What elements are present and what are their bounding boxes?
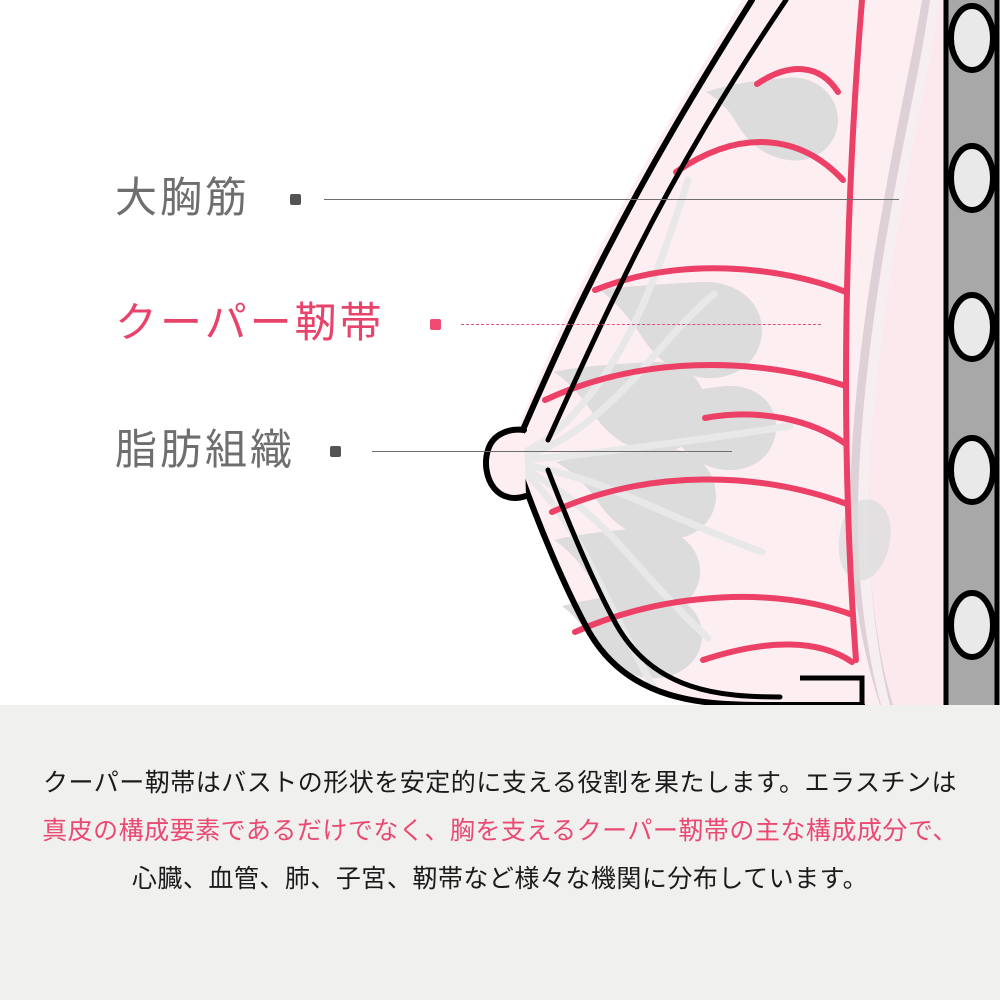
muscle-highlight-streak bbox=[857, 0, 940, 705]
label-pectoralis-major-text: 大胸筋 bbox=[115, 176, 251, 222]
label-marker-icon bbox=[429, 318, 441, 330]
ligament-trunk bbox=[842, 0, 865, 663]
rib-cross-section bbox=[948, 3, 996, 73]
ligament-arc bbox=[549, 476, 850, 515]
milk-ducts-group bbox=[519, 176, 794, 692]
label-marker-icon bbox=[330, 445, 342, 457]
skin-outline bbox=[519, 0, 755, 435]
rib-cross-section bbox=[948, 143, 996, 213]
outline-step bbox=[800, 675, 865, 705]
ligament-arc bbox=[700, 641, 855, 665]
caption-line-1: クーパー靭帯はバストの形状を安定的に支える役割を果たします。エラスチンは bbox=[42, 770, 957, 797]
duct bbox=[521, 176, 692, 456]
ribs-group bbox=[948, 3, 996, 660]
rib-cross-section bbox=[948, 292, 996, 362]
caption-panel: クーパー靭帯はバストの形状を安定的に支える役割を果たします。エラスチンは 真皮の… bbox=[0, 705, 1000, 1000]
label-pectoralis-major[interactable]: 大胸筋 bbox=[115, 176, 900, 222]
leader-line bbox=[324, 198, 900, 200]
caption-line-3: 心臓、血管、肺、子宮、靭帯など様々な機関に分布しています。 bbox=[131, 866, 869, 893]
label-cooper-ligament-text: クーパー靭帯 bbox=[115, 301, 385, 347]
duct bbox=[520, 461, 766, 556]
label-adipose-tissue-text: 脂肪組織 bbox=[115, 428, 296, 474]
chest-wall-group bbox=[943, 0, 1000, 705]
breast-anatomy-diagram bbox=[483, 0, 1000, 705]
ligament-arc bbox=[673, 139, 846, 183]
caption-line-2: 真皮の構成要素であるだけでなく、胸を支えるクーパー靭帯の主な構成成分で、 bbox=[42, 818, 958, 845]
lobule bbox=[644, 385, 777, 471]
leader-line bbox=[372, 450, 733, 452]
subcutaneous-outline-lower bbox=[545, 467, 783, 700]
ligament-arc bbox=[542, 362, 849, 403]
duct bbox=[519, 422, 794, 464]
cooper-ligaments-group bbox=[542, 0, 865, 665]
anatomy-illustration-panel: 大胸筋 クーパー靭帯 脂肪組織 bbox=[115, 0, 1000, 705]
skin-outline-lower bbox=[519, 475, 865, 705]
label-marker-icon bbox=[290, 193, 302, 205]
ligament-arc bbox=[702, 411, 849, 447]
subcutaneous-outline bbox=[545, 0, 789, 443]
lobule bbox=[562, 591, 703, 679]
nipple-outline bbox=[483, 426, 529, 501]
ligament-arc bbox=[592, 265, 849, 295]
label-cooper-ligament[interactable]: クーパー靭帯 bbox=[115, 303, 821, 345]
lobule bbox=[706, 77, 838, 161]
rib-cross-section bbox=[948, 590, 996, 660]
ligament-arc bbox=[754, 66, 841, 95]
rib-cross-section bbox=[948, 435, 996, 505]
leader-line-dashed bbox=[460, 323, 821, 325]
label-adipose-tissue[interactable]: 脂肪組織 bbox=[115, 428, 733, 474]
duct bbox=[522, 470, 658, 692]
